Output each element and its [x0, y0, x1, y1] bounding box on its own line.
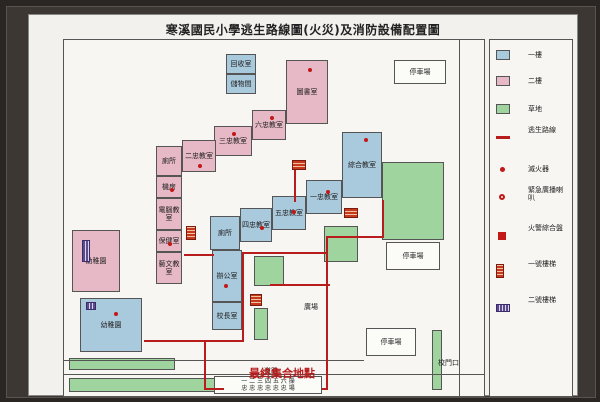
- grass-bottom-left: [69, 358, 175, 370]
- room-five-zhong: 五忠教室: [272, 196, 306, 230]
- assembly-rooms-line1: 一 二 三 四 五 六 操: [241, 378, 295, 385]
- legend-route: 逃生路線: [496, 126, 570, 150]
- room-four-zhong: 四忠教室: [240, 208, 272, 242]
- legend-grass: 草地: [496, 98, 570, 122]
- map-title: 寒溪國民小學逃生路線圖(火災)及消防設備配置圖: [165, 23, 441, 37]
- legend-label: 二號樓梯: [528, 296, 556, 304]
- legend-label: 一號樓梯: [528, 260, 556, 268]
- route-seg: [382, 200, 384, 238]
- speaker-icon: [499, 194, 505, 200]
- legend-label: 滅火器: [528, 165, 549, 173]
- parking-mid: 停車場: [386, 242, 440, 270]
- campus-map: 回收室 儲物間 圖書室 六忠教室 三忠教室 二忠教室 廁所 機房 電腦教室 保健…: [63, 39, 485, 397]
- extinguisher-marker: [326, 190, 330, 194]
- route-seg: [242, 252, 244, 342]
- extinguisher-icon: [500, 167, 505, 172]
- stair-1-icon: [496, 264, 504, 278]
- extinguisher-marker: [224, 284, 228, 288]
- grass-field: [382, 162, 444, 240]
- fire-panel-icon: [498, 232, 506, 240]
- room-office: 辦公室: [212, 250, 242, 302]
- stair-1-d: [250, 294, 262, 306]
- route-seg: [270, 284, 330, 286]
- route-seg: [326, 236, 382, 238]
- room-computer: 電腦教室: [156, 198, 182, 230]
- extinguisher-marker: [260, 226, 264, 230]
- room-machine: 機房: [156, 176, 182, 198]
- evacuation-board: 寒溪國民小學逃生路線圖(火災)及消防設備配置圖 回收室 儲物間 圖書室 六忠教室…: [28, 14, 578, 397]
- route-seg: [242, 252, 328, 254]
- legend-swatch-route: [496, 136, 510, 139]
- room-three-zhong: 三忠教室: [214, 126, 252, 156]
- stair-1-c: [344, 208, 358, 218]
- stair-2-b: [86, 302, 96, 310]
- extinguisher-marker: [292, 210, 296, 214]
- plaza-label: 廣場: [304, 303, 318, 311]
- route-seg: [294, 170, 296, 202]
- road-edge-top: [64, 374, 484, 375]
- route-seg: [144, 340, 244, 342]
- room-library: 圖書室: [286, 60, 328, 124]
- assembly-rooms: 一 二 三 四 五 六 操 忠 忠 忠 忠 忠 忠 場: [214, 376, 322, 394]
- room-kindergarten-top: 幼稚園: [72, 230, 120, 292]
- route-seg: [326, 236, 328, 366]
- grass-gate: [432, 330, 442, 390]
- east-road-edge: [459, 40, 460, 396]
- room-recycle: 回收室: [226, 54, 256, 74]
- room-principal: 校長室: [212, 302, 242, 330]
- extinguisher-marker: [308, 68, 312, 72]
- road-edge-mid: [64, 360, 364, 361]
- legend-swatch-grass: [496, 104, 510, 114]
- legend-label: 草地: [528, 105, 542, 113]
- route-seg: [204, 388, 224, 390]
- stair-2-a: [82, 240, 90, 262]
- legend-swatch-floor1: [496, 50, 510, 60]
- grass-front: [324, 226, 358, 262]
- legend-speaker: 緊急廣播喇叭: [496, 186, 570, 210]
- legend-stair2: 二號樓梯: [496, 296, 570, 320]
- legend-panel: 火警綜合盤: [496, 224, 570, 248]
- extinguisher-marker: [170, 188, 174, 192]
- legend-swatch-floor2: [496, 76, 510, 86]
- assembly-point-label: 最終集合地點: [249, 367, 315, 380]
- legend-label: 緊急廣播喇叭: [528, 186, 563, 202]
- map-legend: 一樓 二樓 草地 逃生路線 滅火器 緊急廣播喇叭 火警綜合盤 一號樓梯: [489, 39, 573, 397]
- road-label: 道路: [264, 367, 278, 375]
- legend-stair1: 一號樓梯: [496, 260, 570, 284]
- legend-label: 逃生路線: [528, 126, 556, 134]
- legend-floor1: 一樓: [496, 44, 570, 68]
- room-health: 保健室: [156, 230, 182, 252]
- room-one-zhong: 一忠教室: [306, 180, 342, 214]
- room-six-zhong: 六忠教室: [252, 110, 286, 140]
- room-art: 藝文教室: [156, 252, 182, 284]
- grass-strip: [254, 308, 268, 340]
- stair-1-a: [292, 160, 306, 170]
- stair-1-b: [186, 226, 196, 240]
- legend-label: 二樓: [528, 77, 542, 85]
- extinguisher-marker: [168, 242, 172, 246]
- legend-label: 一樓: [528, 51, 542, 59]
- route-seg: [184, 254, 214, 256]
- extinguisher-marker: [198, 164, 202, 168]
- room-toilet-top: 廁所: [156, 146, 182, 176]
- route-seg: [322, 388, 328, 390]
- parking-top: 停車場: [394, 60, 446, 84]
- extinguisher-marker: [114, 312, 118, 316]
- legend-floor2: 二樓: [496, 70, 570, 94]
- room-toilet-mid: 廁所: [210, 216, 240, 250]
- grass-courtyard: [254, 256, 284, 286]
- route-seg: [326, 366, 328, 388]
- extinguisher-marker: [270, 116, 274, 120]
- room-storage: 儲物間: [226, 74, 256, 94]
- extinguisher-marker: [364, 138, 368, 142]
- legend-extinguisher: 滅火器: [496, 158, 570, 182]
- gate-label: 校門口: [438, 359, 459, 367]
- extinguisher-marker: [232, 132, 236, 136]
- route-seg: [204, 340, 206, 390]
- room-comprehensive: 綜合教室: [342, 132, 382, 198]
- parking-bottom: 停車場: [366, 328, 416, 356]
- stair-2-icon: [496, 304, 510, 312]
- assembly-rooms-line2: 忠 忠 忠 忠 忠 忠 場: [241, 385, 295, 392]
- legend-label: 火警綜合盤: [528, 224, 563, 232]
